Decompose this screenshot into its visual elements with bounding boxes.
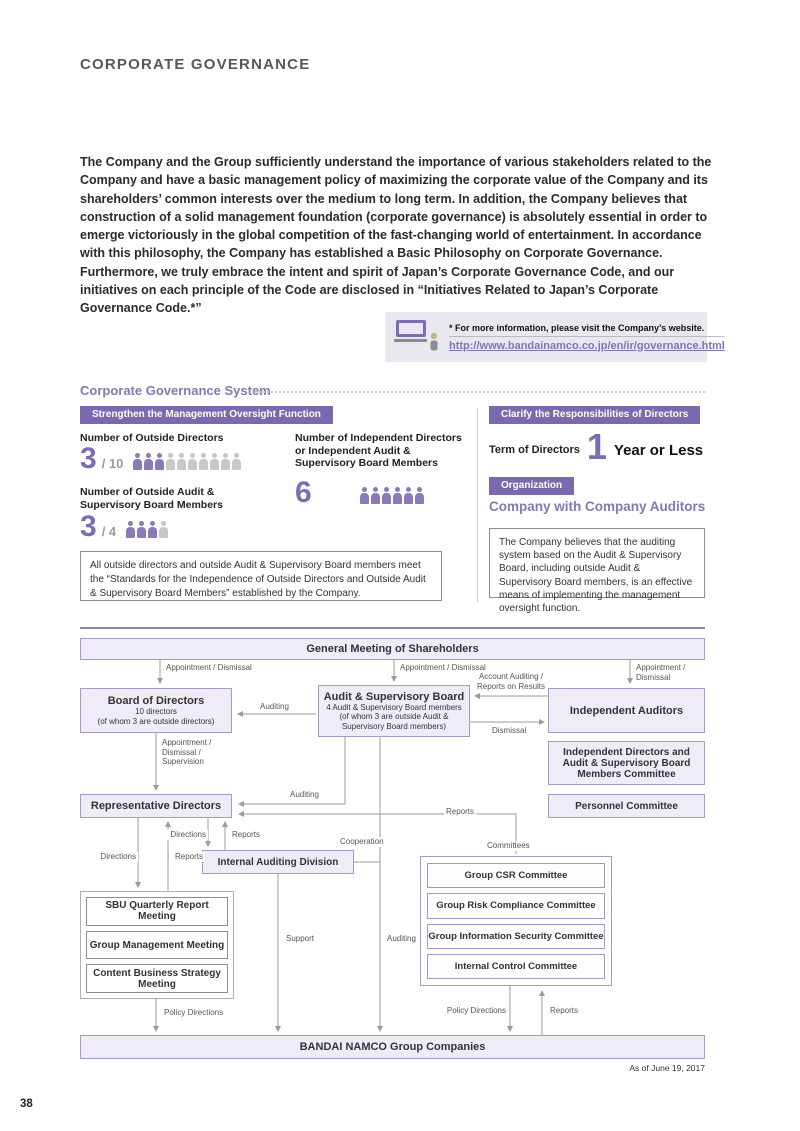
box-personnel-committee: Personnel Committee: [548, 794, 705, 818]
intro-paragraph: The Company and the Group sufficiently u…: [80, 155, 712, 316]
box-group-risk-compliance-committee: Group Risk Compliance Committee: [427, 893, 605, 919]
column-divider: [477, 408, 478, 602]
committees-container: Group CSR Committee Group Risk Complianc…: [420, 856, 612, 986]
organization-note: The Company believes that the auditing s…: [489, 528, 705, 614]
label-appointment-dismissal-2: Appointment / Dismissal: [398, 663, 488, 673]
label-account-auditing: Account Auditing / Reports on Results: [476, 672, 546, 691]
box-board-of-directors: Board of Directors 10 directors (of whom…: [80, 688, 232, 733]
box-id-committee: Independent Directors and Audit & Superv…: [548, 741, 705, 785]
label-policy-directions-1: Policy Directions: [162, 1008, 226, 1018]
meetings-container: SBU Quarterly Report Meeting Group Manag…: [80, 891, 234, 999]
label-appointment-dismissal-supervision: Appointment / Dismissal / Supervision: [162, 738, 212, 766]
outside-directors-value: 3: [80, 442, 97, 475]
term-unit: Year or Less: [613, 442, 704, 459]
website-callout: * For more information, please visit the…: [385, 312, 725, 362]
term-of-directors: Term of Directors 1 Year or Less: [489, 426, 704, 467]
label-policy-directions-2: Policy Directions: [432, 1006, 508, 1016]
banner-responsibilities: Clarify the Responsibilities of Director…: [489, 406, 701, 424]
outside-directors-people-icons: [133, 453, 243, 470]
independent-stat: 6: [295, 476, 426, 509]
label-directions-2: Directions: [94, 852, 138, 862]
outside-audit-stat: 3 / 4: [80, 510, 170, 543]
box-sbu-quarterly-report-meeting: SBU Quarterly Report Meeting: [86, 897, 228, 926]
outside-directors-total: / 10: [101, 456, 124, 471]
box-group-companies: BANDAI NAMCO Group Companies: [80, 1035, 705, 1059]
callout-text: * For more information, please visit the…: [449, 323, 725, 352]
label-auditing-2: Auditing: [288, 790, 321, 800]
dotted-rule: [252, 391, 705, 393]
independent-people-icons: [359, 487, 426, 504]
box-internal-auditing-division: Internal Auditing Division: [202, 850, 354, 874]
page-title: CORPORATE GOVERNANCE: [80, 56, 311, 73]
outside-audit-people-icons: [126, 521, 170, 538]
box-representative-directors: Representative Directors: [80, 794, 232, 818]
label-reports-4: Reports: [548, 1006, 581, 1016]
page-number: 38: [20, 1098, 33, 1110]
outside-audit-label: Number of Outside Audit & Supervisory Bo…: [80, 486, 223, 511]
label-auditing-1: Auditing: [258, 702, 291, 712]
box-general-meeting: General Meeting of Shareholders: [80, 638, 705, 660]
governance-diagram: General Meeting of Shareholders Board of…: [80, 638, 705, 1070]
label-auditing-3: Auditing: [385, 934, 418, 944]
box-independent-auditors: Independent Auditors: [548, 688, 705, 733]
box-audit-supervisory-board: Audit & Supervisory Board 4 Audit & Supe…: [318, 685, 470, 737]
label-committees: Committees: [485, 841, 532, 851]
label-reports-3: Reports: [173, 852, 206, 862]
label-cooperation: Cooperation: [338, 837, 386, 847]
callout-note: * For more information, please visit the…: [449, 323, 725, 337]
term-value: 1: [586, 426, 607, 467]
label-appointment-dismissal-1: Appointment / Dismissal: [164, 663, 254, 673]
box-group-management-meeting: Group Management Meeting: [86, 930, 228, 960]
organization-heading: Company with Company Auditors: [489, 499, 706, 514]
section-heading: Corporate Governance System: [80, 383, 271, 398]
outside-audit-total: / 4: [101, 524, 117, 539]
diagram-top-rule: [80, 627, 705, 629]
independent-value: 6: [295, 476, 312, 509]
independence-note: All outside directors and outside Audit …: [80, 551, 442, 601]
label-dismissal: Dismissal: [490, 726, 529, 736]
term-label: Term of Directors: [489, 444, 580, 456]
banner-organization: Organization: [489, 477, 575, 495]
label-directions-1: Directions: [162, 830, 208, 840]
label-appointment-dismissal-3: Appointment / Dismissal: [634, 663, 705, 682]
box-internal-control-committee: Internal Control Committee: [427, 953, 605, 979]
label-support: Support: [284, 934, 317, 944]
independent-label: Number of Independent Directors or Indep…: [295, 432, 462, 469]
label-reports-2: Reports: [230, 830, 263, 840]
outside-audit-value: 3: [80, 510, 97, 543]
as-of-date: As of June 19, 2017: [629, 1063, 705, 1073]
box-group-csr-committee: Group CSR Committee: [427, 863, 605, 889]
banner-oversight: Strengthen the Management Oversight Func…: [80, 406, 333, 424]
computer-icon: [394, 317, 440, 358]
box-content-business-strategy-meeting: Content Business Strategy Meeting: [86, 964, 228, 994]
box-group-information-security-committee: Group Information Security Committee: [427, 923, 605, 949]
governance-url-link[interactable]: http://www.bandainamco.co.jp/en/ir/gover…: [449, 339, 725, 352]
outside-directors-label: Number of Outside Directors: [80, 432, 224, 444]
outside-directors-stat: 3 / 10: [80, 442, 243, 475]
label-reports-1: Reports: [444, 807, 477, 817]
